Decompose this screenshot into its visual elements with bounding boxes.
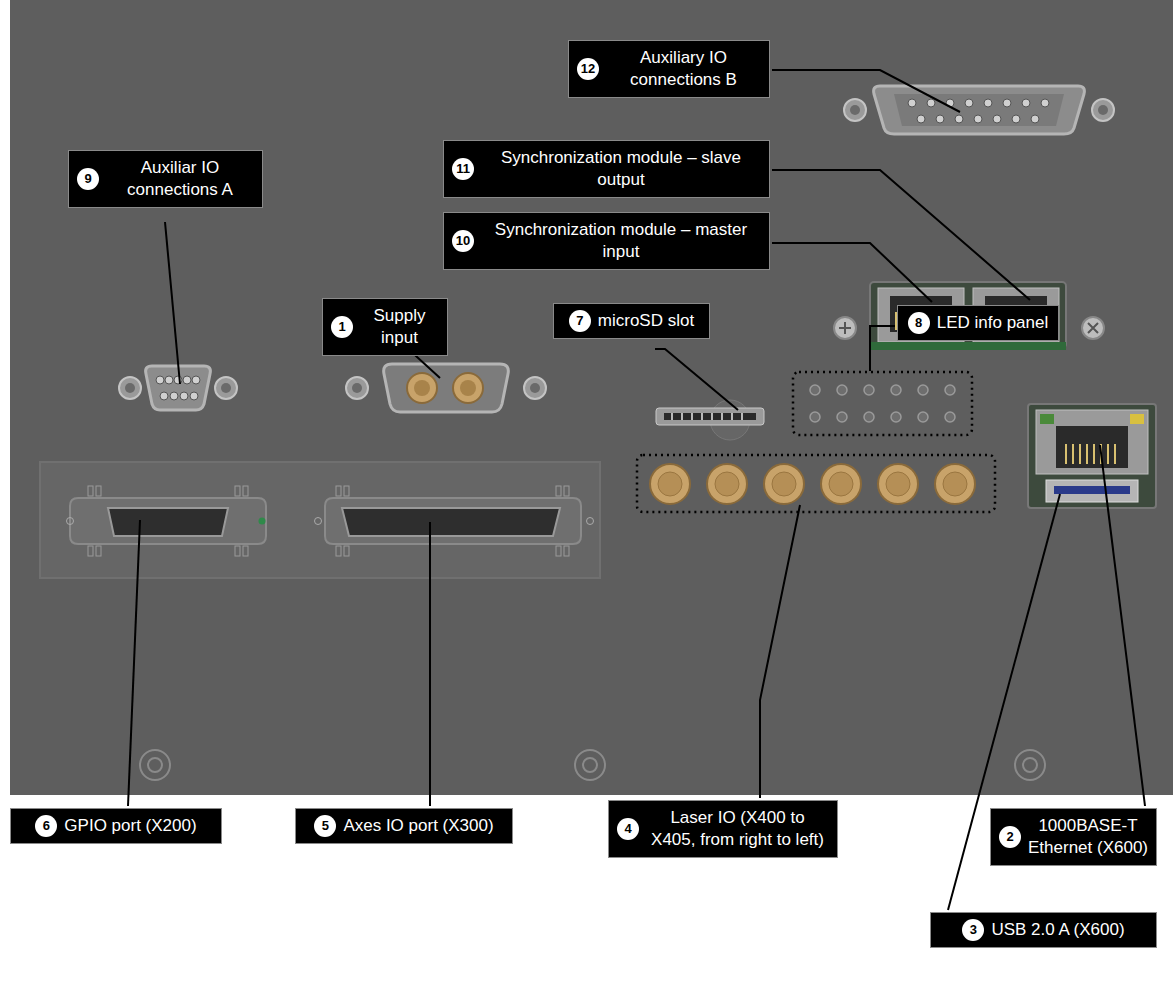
ethernet-usb-block — [1028, 404, 1156, 508]
supply-connector — [346, 364, 546, 412]
leader-lines — [128, 70, 1145, 910]
callout-number: 5 — [314, 815, 336, 837]
callout-text: Auxiliar IO connections A — [106, 157, 254, 201]
callout-number: 4 — [617, 818, 639, 840]
callout-text: 1000BASE-T Ethernet (X600) — [1028, 815, 1148, 859]
callout-number: 9 — [77, 168, 99, 190]
callout-box: 11 Synchronization module – slave output — [443, 140, 770, 198]
callout-box: 3 USB 2.0 A (X600) — [930, 912, 1157, 948]
callout-box: 6 GPIO port (X200) — [10, 808, 222, 844]
callout-number: 12 — [577, 58, 599, 80]
callout-number: 7 — [569, 310, 591, 332]
callout-box: 7 microSD slot — [553, 303, 710, 339]
callout-box: 9 Auxiliar IO connections A — [68, 150, 263, 208]
db15-connector — [844, 86, 1114, 134]
dsub-ports — [40, 462, 600, 578]
callout-text: Auxiliary IO connections B — [606, 47, 761, 91]
callout-text: Supply input — [360, 305, 439, 349]
callout-text: Axes IO port (X300) — [343, 815, 493, 837]
callout-box: 2 1000BASE-T Ethernet (X600) — [990, 808, 1157, 866]
callout-number: 10 — [452, 230, 474, 252]
sync-rj45-pair — [834, 282, 1104, 350]
callout-text: Laser IO (X400 to X405, from right to le… — [646, 807, 829, 851]
callout-number: 8 — [908, 312, 930, 334]
laser-io-jacks — [637, 455, 995, 512]
microsd-slot — [656, 400, 764, 440]
callout-box: 1 Supply input — [322, 298, 448, 356]
callout-text: GPIO port (X200) — [64, 815, 196, 837]
callout-number: 1 — [331, 316, 353, 338]
callout-box: 8 LED info panel — [897, 305, 1059, 341]
callout-text: USB 2.0 A (X600) — [991, 919, 1124, 941]
callout-number: 3 — [962, 919, 984, 941]
callout-number: 6 — [35, 815, 57, 837]
callout-number: 11 — [452, 158, 474, 180]
callout-box: 5 Axes IO port (X300) — [295, 808, 513, 844]
led-panel — [793, 372, 972, 435]
callout-number: 2 — [999, 826, 1021, 848]
callout-box: 12 Auxiliary IO connections B — [568, 40, 770, 98]
mount-holes — [140, 750, 1045, 780]
callout-text: Synchronization module – slave output — [481, 147, 761, 191]
callout-text: LED info panel — [937, 312, 1049, 334]
callout-box: 10 Synchronization module – master input — [443, 212, 770, 270]
callout-box: 4 Laser IO (X400 to X405, from right to l… — [608, 800, 838, 858]
callout-text: microSD slot — [598, 310, 694, 332]
callout-text: Synchronization module – master input — [481, 219, 761, 263]
